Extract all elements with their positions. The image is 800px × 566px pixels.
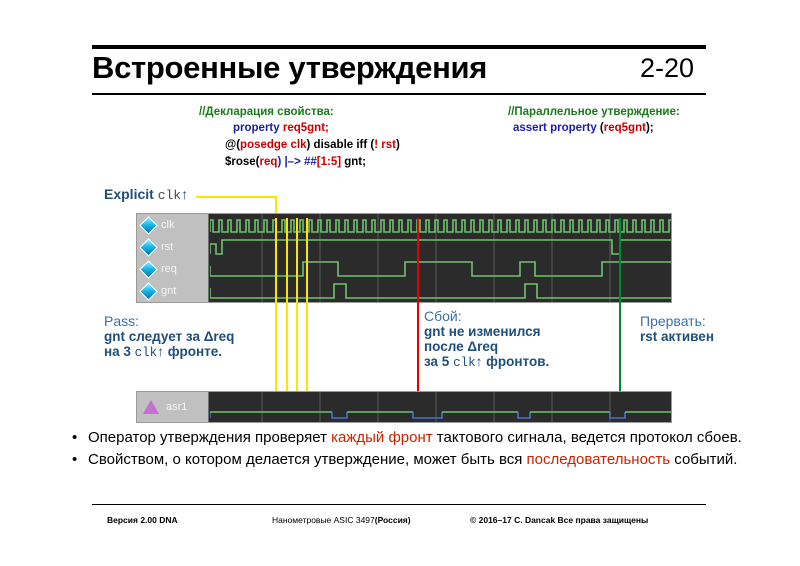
- code-left-comment: //Декларация свойства:: [199, 106, 334, 118]
- pass-marker-line-1: [275, 218, 277, 423]
- assertion-name-panel[interactable]: asr1: [137, 392, 209, 422]
- annotation-pass: Pass: gnt следует за Δreq на 3 clk↑ фрон…: [104, 313, 234, 360]
- diamond-signal-icon: [139, 215, 158, 235]
- header-rule-top: [92, 45, 706, 49]
- annotation-fail-line3: за 5 clk↑ фронтов.: [424, 354, 550, 370]
- page-number: 2-20: [640, 53, 695, 83]
- bullet-list: Оператор утверждения проверяет каждый фр…: [68, 428, 784, 471]
- fail-marker-line: [417, 218, 419, 400]
- code-property-decl: property req5gnt;: [233, 122, 329, 134]
- annotation-abort: Прервать: rst активен: [640, 313, 714, 344]
- pass-marker-line-2: [286, 218, 288, 423]
- pass-marker-line-4: [306, 218, 308, 423]
- signal-row-rst[interactable]: rst: [137, 236, 209, 258]
- waveform-canvas-assertion[interactable]: [210, 392, 671, 422]
- signal-row-req[interactable]: req: [137, 258, 209, 280]
- waveform-svg-top: [210, 214, 671, 302]
- signal-row-clk[interactable]: clk: [137, 214, 209, 236]
- bullet-item: Оператор утверждения проверяет каждый фр…: [68, 428, 784, 448]
- annotation-pass-line2: на 3 clk↑ фронте.: [104, 344, 223, 360]
- annotation-pass-line1: gnt следует за Δreq: [104, 329, 235, 344]
- header-rule-bottom: [92, 93, 706, 95]
- assertion-triangle-icon: [143, 400, 159, 414]
- annotation-abort-heading: Прервать:: [640, 313, 706, 329]
- diamond-signal-icon: [139, 237, 158, 257]
- waveform-viewer-top[interactable]: clk rst req gnt: [136, 213, 672, 303]
- diamond-signal-icon: [139, 259, 158, 279]
- pass-marker-line-3: [296, 218, 298, 423]
- explicit-clk-label: Explicit clk↑: [104, 186, 189, 203]
- code-right-comment: //Параллельное утверждение:: [508, 106, 680, 118]
- abort-marker-line: [619, 218, 621, 423]
- signal-row-gnt[interactable]: gnt: [137, 280, 209, 302]
- code-assert-line: assert property (req5gnt);: [513, 122, 654, 134]
- bullet-item: Свойством, о котором делается утверждени…: [68, 450, 784, 470]
- annotation-abort-line1: rst активен: [640, 329, 714, 344]
- waveform-svg-assertion: [210, 392, 671, 422]
- explicit-connector-horizontal: [196, 196, 277, 198]
- footer-left: Версия 2.00 DNA: [107, 515, 178, 525]
- waveform-canvas-top[interactable]: [210, 214, 671, 302]
- annotation-fail-heading: Сбой:: [424, 308, 462, 324]
- footer-right: © 2016–17 C. Dancak Все права защищены: [470, 515, 649, 525]
- code-clocking-line: @(posedge clk) disable iff (! rst): [225, 139, 400, 151]
- annotation-fail: Сбой: gnt не изменился после Δreq за 5 c…: [424, 308, 549, 370]
- code-sequence-line: $rose(req) |–> ##[1:5] gnt;: [225, 156, 366, 168]
- page-title: Встроенные утверждения: [92, 50, 488, 85]
- annotation-pass-heading: Pass:: [104, 313, 140, 329]
- annotation-fail-line1: gnt не изменился: [424, 324, 541, 339]
- footer-rule: [92, 504, 706, 505]
- footer-center: Нанометровые ASIC 3497(Россия): [272, 515, 411, 525]
- annotation-fail-line2: после Δreq: [424, 339, 499, 354]
- waveform-viewer-assertion[interactable]: asr1: [136, 391, 672, 423]
- explicit-connector-vertical: [275, 196, 277, 218]
- signal-name-panel: clk rst req gnt: [137, 214, 209, 302]
- diamond-signal-icon: [139, 281, 158, 301]
